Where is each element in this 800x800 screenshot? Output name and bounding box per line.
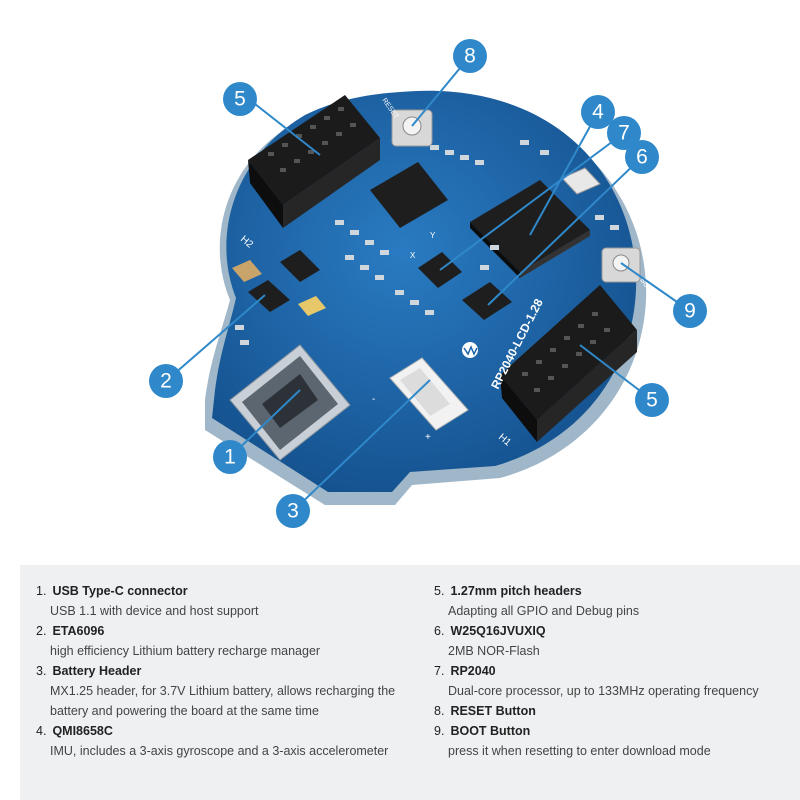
silk-minus: - [372,394,375,405]
legend-column-left: 1.USB Type-C connector USB 1.1 with devi… [36,581,406,761]
callout-9: 9 [673,294,707,328]
header-h1 [500,285,637,442]
leader-lines [165,55,691,512]
silk-y: Y [430,231,436,240]
usb-c-connector [229,344,351,461]
silk-x: X [410,251,416,260]
feature-title: ETA6096 [52,624,105,638]
feature-desc: high efficiency Lithium battery recharge… [50,644,321,658]
svg-text:1: 1 [224,446,236,469]
svg-text:5: 5 [234,88,246,111]
callout-5-bottom: 5 [635,383,669,417]
feature-title: W25Q16JVUXIQ [450,624,546,638]
feature-item-flash: 6.W25Q16JVUXIQ 2MB NOR-Flash [434,621,800,661]
silk-plus: + [425,432,431,443]
feature-item-reset: 8.RESET Button [434,704,536,718]
crystal [561,167,601,195]
callout-1: 1 [213,440,247,474]
battery-header [389,357,469,431]
feature-desc: Adapting all GPIO and Debug pins [448,604,640,618]
battery-cap [232,260,326,316]
regulator-chip [370,162,448,228]
svg-text:3: 3 [287,500,299,523]
waveshare-logo [462,342,478,358]
callout-2: 2 [149,364,183,398]
svg-text:5: 5 [646,389,658,412]
feature-desc: battery and powering the board at the sa… [50,704,319,718]
feature-title: BOOT Button [450,724,531,738]
feature-title: QMI8658C [52,724,113,738]
feature-title: Battery Header [52,664,142,678]
charger-chip [248,250,320,312]
flash-chip [462,282,512,320]
callout-5-top: 5 [223,82,257,116]
feature-item-usb-c: 1.USB Type-C connector USB 1.1 with devi… [36,581,406,621]
feature-title: USB Type-C connector [52,584,188,598]
legend-column-right: 5.1.27mm pitch headers Adapting all GPIO… [434,581,800,761]
callout-3: 3 [276,494,310,528]
feature-desc: USB 1.1 with device and host support [50,604,259,618]
feature-desc: press it when resetting to enter downloa… [448,744,711,758]
feature-item-rp2040: 7.RP2040 Dual-core processor, up to 133M… [434,661,800,701]
callout-6: 6 [625,140,659,174]
svg-text:9: 9 [684,300,696,323]
boot-button [601,247,641,283]
svg-text:7: 7 [618,122,630,145]
feature-title: RP2040 [450,664,496,678]
feature-desc: MX1.25 header, for 3.7V Lithium battery,… [50,684,396,698]
feature-item-headers: 5.1.27mm pitch headers Adapting all GPIO… [434,581,800,621]
feature-desc: 2MB NOR-Flash [448,644,540,658]
feature-legend: 1.USB Type-C connector USB 1.1 with devi… [20,565,800,800]
svg-text:6: 6 [636,146,648,169]
feature-desc: IMU, includes a 3-axis gyroscope and a 3… [50,744,389,758]
svg-text:2: 2 [160,370,172,393]
svg-text:8: 8 [464,45,476,68]
callout-7: 7 [607,116,641,150]
feature-item-battery-header: 3.Battery Header MX1.25 header, for 3.7V… [36,661,406,721]
feature-desc: Dual-core processor, up to 133MHz operat… [448,684,759,698]
callout-4: 4 [581,95,615,129]
callout-8: 8 [453,39,487,73]
feature-title: 1.27mm pitch headers [450,584,582,598]
feature-item-eta6096: 2.ETA6096 high efficiency Lithium batter… [36,621,406,661]
svg-text:4: 4 [592,101,604,124]
feature-item-qmi8658c: 4.QMI8658C IMU, includes a 3-axis gyrosc… [36,721,406,761]
smd-components [235,140,619,345]
board-illustration: RP2040-LCD-1.28 H2 H1 + - BOOT RESET X Y… [149,39,707,528]
feature-title: RESET Button [450,704,536,718]
feature-item-boot: 9.BOOT Button press it when resetting to… [434,721,800,761]
